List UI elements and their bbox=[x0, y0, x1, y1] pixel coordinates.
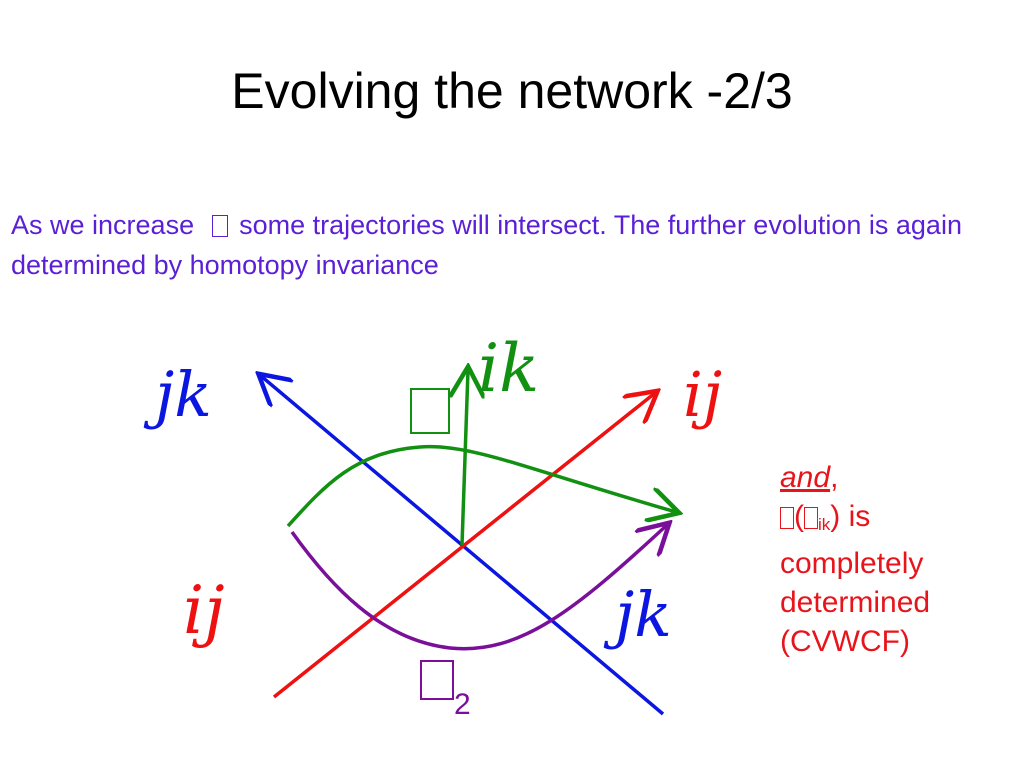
note-line3: determined bbox=[780, 586, 931, 619]
label-ik: ik bbox=[478, 330, 540, 407]
note-line-omega: ( ik) is bbox=[780, 497, 1020, 544]
label-ij-top: ij bbox=[683, 358, 723, 431]
intro-text: As we increase some trajectories will in… bbox=[11, 205, 1011, 285]
note-and: and bbox=[780, 461, 831, 494]
intro-part1: As we increase bbox=[11, 210, 195, 240]
intro-part2: some trajectories will intersect. The fu… bbox=[11, 210, 962, 280]
missing-glyph-icon bbox=[211, 215, 228, 237]
ik-trajectory-line bbox=[462, 370, 468, 546]
purple-trajectory-curve bbox=[290, 525, 667, 651]
green-trajectory-curve bbox=[286, 444, 676, 528]
slide-title: Evolving the network -2/3 bbox=[231, 63, 793, 119]
gamma-glyph-icon bbox=[804, 507, 818, 529]
omega-glyph-icon bbox=[780, 507, 794, 529]
note-line2: completely bbox=[780, 547, 924, 580]
note-open: ( bbox=[794, 500, 804, 533]
tau2-glyph-icon bbox=[420, 660, 454, 700]
note-line1: and, bbox=[780, 458, 1020, 497]
note-sub: ik bbox=[818, 515, 831, 534]
tau2-label: 2 bbox=[420, 660, 471, 721]
note-line4: (CVWCF) bbox=[780, 625, 910, 658]
note-comma: , bbox=[830, 461, 839, 494]
label-jk-bottom: jk bbox=[615, 578, 672, 651]
tau2-subscript: 2 bbox=[454, 688, 471, 721]
tau1-glyph-icon bbox=[410, 388, 450, 434]
cvwcf-note: and, ( ik) is completely determined (CVWC… bbox=[780, 458, 1020, 661]
label-jk-top: jk bbox=[155, 358, 212, 431]
note-close: ) is bbox=[830, 500, 871, 533]
ij-trajectory-line bbox=[272, 393, 655, 699]
label-ij-bottom: ij bbox=[183, 572, 225, 649]
